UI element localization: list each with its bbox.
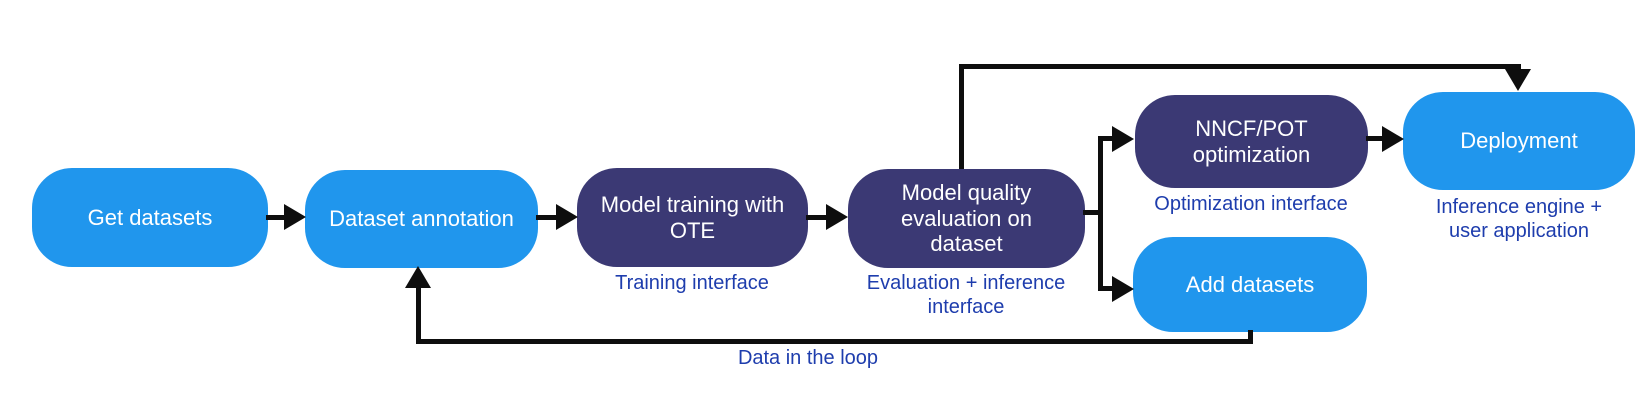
arrow-add-datasets-head-icon — [1112, 276, 1134, 302]
label-evaluation-inference-interface: Evaluation + inference interface — [866, 272, 1066, 318]
node-nncf-pot-optimization: NNCF/POT optimization — [1135, 95, 1368, 188]
node-dataset-annotation: Dataset annotation — [305, 170, 538, 268]
arrow-3-head-icon — [826, 204, 848, 230]
branch-stub-line — [1083, 210, 1103, 215]
arrow-2-line — [536, 215, 558, 220]
loop-drop-line — [1248, 330, 1253, 344]
loop-rise-line — [416, 288, 421, 344]
arrow-nncf-head-icon — [1112, 126, 1134, 152]
loop-horizontal-line — [416, 339, 1253, 344]
node-model-training: Model training with OTE — [577, 168, 808, 267]
arrow-2-head-icon — [556, 204, 578, 230]
arrow-top-head-icon — [1505, 69, 1531, 91]
arrow-3-line — [806, 215, 830, 220]
arrow-top-horizontal-line — [959, 64, 1521, 69]
arrow-1-head-icon — [284, 204, 306, 230]
label-inference-engine-user-application: Inference engine + user application — [1435, 196, 1603, 242]
branch-up-stub-line — [1098, 136, 1114, 141]
node-add-datasets: Add datasets — [1133, 237, 1367, 332]
node-deployment: Deployment — [1403, 92, 1635, 190]
arrow-1-line — [266, 215, 288, 220]
label-optimization-interface: Optimization interface — [1154, 193, 1348, 215]
node-model-quality-evaluation: Model quality evaluation on dataset — [848, 169, 1085, 268]
label-data-in-the-loop: Data in the loop — [737, 347, 879, 369]
arrow-deploy-head-icon — [1382, 126, 1404, 152]
loop-head-icon — [405, 266, 431, 288]
branch-vertical-line — [1098, 137, 1103, 290]
arrow-top-vertical-line — [959, 66, 964, 169]
arrow-deploy-line — [1366, 136, 1384, 141]
node-get-datasets: Get datasets — [32, 168, 268, 267]
label-training-interface: Training interface — [615, 272, 769, 294]
branch-down-stub-line — [1098, 286, 1114, 291]
